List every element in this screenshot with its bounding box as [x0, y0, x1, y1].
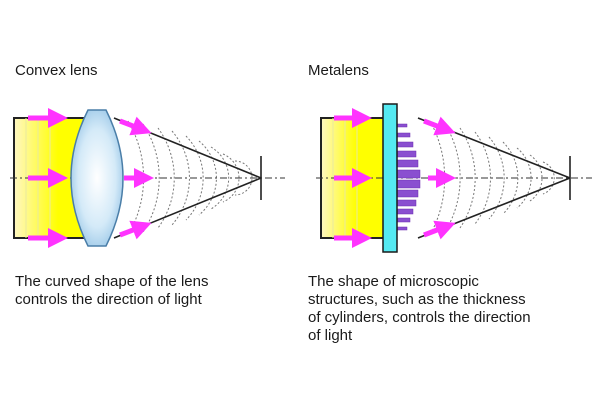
outgoing-arrows [119, 116, 154, 240]
convex-lens-caption: The curved shape of the lens controls th… [15, 273, 209, 308]
metasurface-plate [382, 103, 398, 253]
nanopillar-array [396, 123, 421, 231]
convex-lens-panel [10, 108, 285, 248]
incoming-arrows [28, 108, 68, 248]
outgoing-arrows [423, 116, 456, 240]
metalens-caption: The shape of microscopic structures, suc… [308, 273, 531, 344]
convex-lens-shape [70, 109, 124, 247]
metalens-panel [316, 103, 592, 253]
incoming-arrows [334, 108, 372, 248]
metalens-title: Metalens [308, 62, 369, 79]
convex-lens-title: Convex lens [15, 62, 98, 79]
